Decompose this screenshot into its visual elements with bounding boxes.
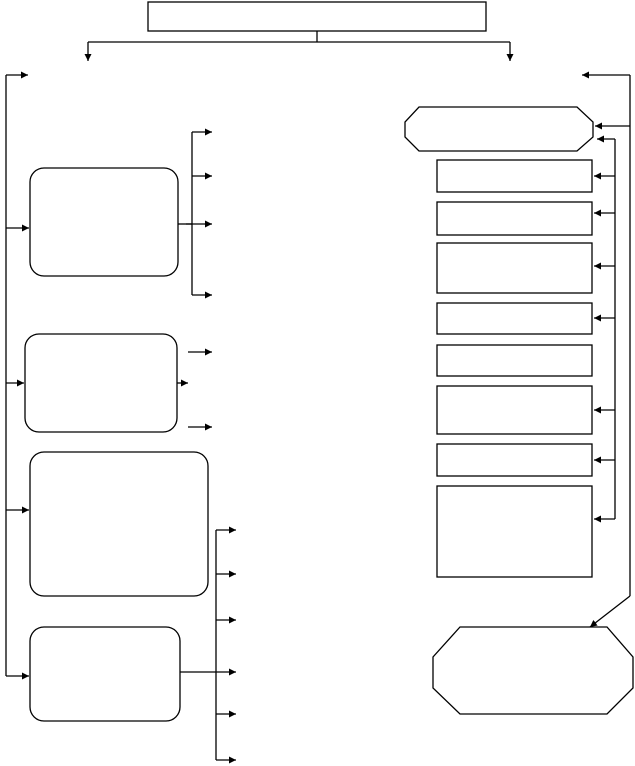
right-outer-spine xyxy=(582,71,631,628)
box2-outputs xyxy=(177,348,212,431)
box1-outputs xyxy=(178,128,212,299)
right-octagon-top xyxy=(404,106,594,152)
right-box-1 xyxy=(436,159,593,193)
top-box xyxy=(147,1,487,32)
right-box-8 xyxy=(436,485,593,578)
left-box-3 xyxy=(29,451,209,597)
right-box-6 xyxy=(436,385,593,435)
right-box-7 xyxy=(436,443,593,477)
left-box-4 xyxy=(29,626,181,722)
left-box-2 xyxy=(24,333,178,433)
right-box-3 xyxy=(436,242,593,294)
top-splitter xyxy=(84,31,514,61)
right-box-5 xyxy=(436,344,593,377)
box4-outputs xyxy=(180,526,236,764)
left-box-1 xyxy=(29,167,179,277)
left-spine xyxy=(5,71,29,680)
right-box-2 xyxy=(436,201,593,236)
right-octagon-bottom xyxy=(432,626,634,715)
right-inner-spine xyxy=(594,135,616,523)
right-box-4 xyxy=(436,302,593,335)
